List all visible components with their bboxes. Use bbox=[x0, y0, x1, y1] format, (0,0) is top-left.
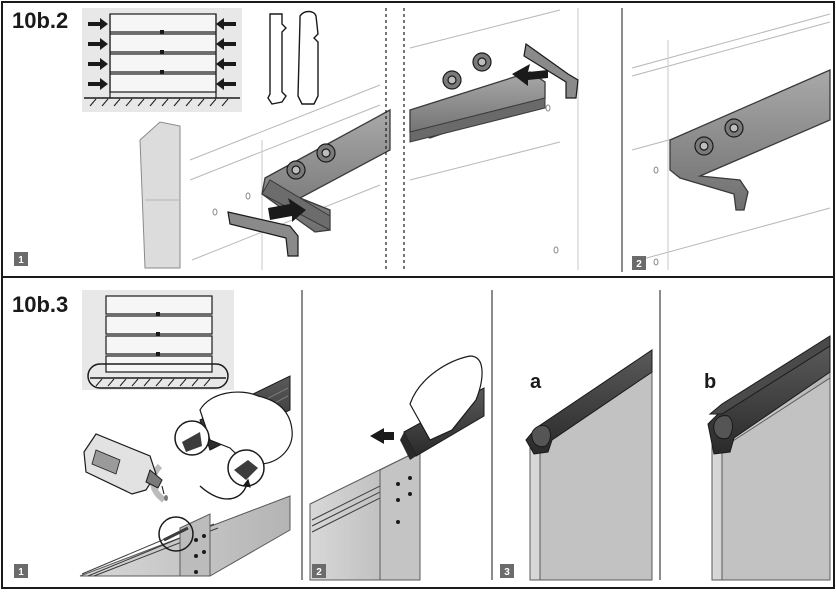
arrow-icons-right bbox=[216, 18, 236, 90]
svg-text:1: 1 bbox=[18, 255, 24, 266]
hand-icon-2 bbox=[409, 355, 483, 441]
panel-10b2-1-detail-right bbox=[403, 8, 579, 270]
insert-arrow-icon-2 bbox=[512, 64, 548, 86]
svg-text:3: 3 bbox=[504, 567, 510, 578]
push-arrow-icon bbox=[370, 428, 394, 444]
panel-10b3-3b: b bbox=[704, 335, 831, 581]
arrow-icons-left bbox=[88, 18, 108, 90]
svg-text:2: 2 bbox=[316, 567, 322, 578]
panel-10b3-2 bbox=[309, 355, 485, 581]
highlight-ellipse bbox=[87, 363, 229, 389]
variant-label-a: a bbox=[530, 371, 542, 393]
step-badge-10b3-3: 3 bbox=[500, 564, 514, 578]
step-badge-10b3-2: 2 bbox=[312, 564, 326, 578]
step-badge-10b2-2: 2 bbox=[632, 256, 646, 270]
panel-10b3-1 bbox=[79, 375, 293, 577]
door-section-inset bbox=[82, 8, 242, 112]
step-badge-10b2-1: 1 bbox=[14, 252, 28, 266]
section-10b2: 10b.2 bbox=[12, 8, 831, 272]
panel-10b3-3a: a bbox=[525, 349, 653, 581]
section-10b3: 10b.3 bbox=[12, 290, 831, 581]
door-bottom-inset bbox=[82, 290, 234, 390]
lubricant-bottle-icon bbox=[83, 433, 168, 501]
svg-text:1: 1 bbox=[18, 567, 24, 578]
step-badge-10b3-1: 1 bbox=[14, 564, 28, 578]
insert-arrow-icon bbox=[268, 198, 306, 222]
bolt-icons bbox=[286, 143, 336, 180]
variant-label-b: b bbox=[704, 371, 716, 393]
step-label-10b2: 10b.2 bbox=[12, 8, 68, 33]
svg-text:2: 2 bbox=[636, 259, 642, 270]
panel-10b2-2 bbox=[631, 13, 831, 270]
profile-cross-section-icons bbox=[267, 10, 319, 105]
panel-10b2-1 bbox=[139, 8, 391, 270]
step-label-10b3: 10b.3 bbox=[12, 292, 68, 317]
